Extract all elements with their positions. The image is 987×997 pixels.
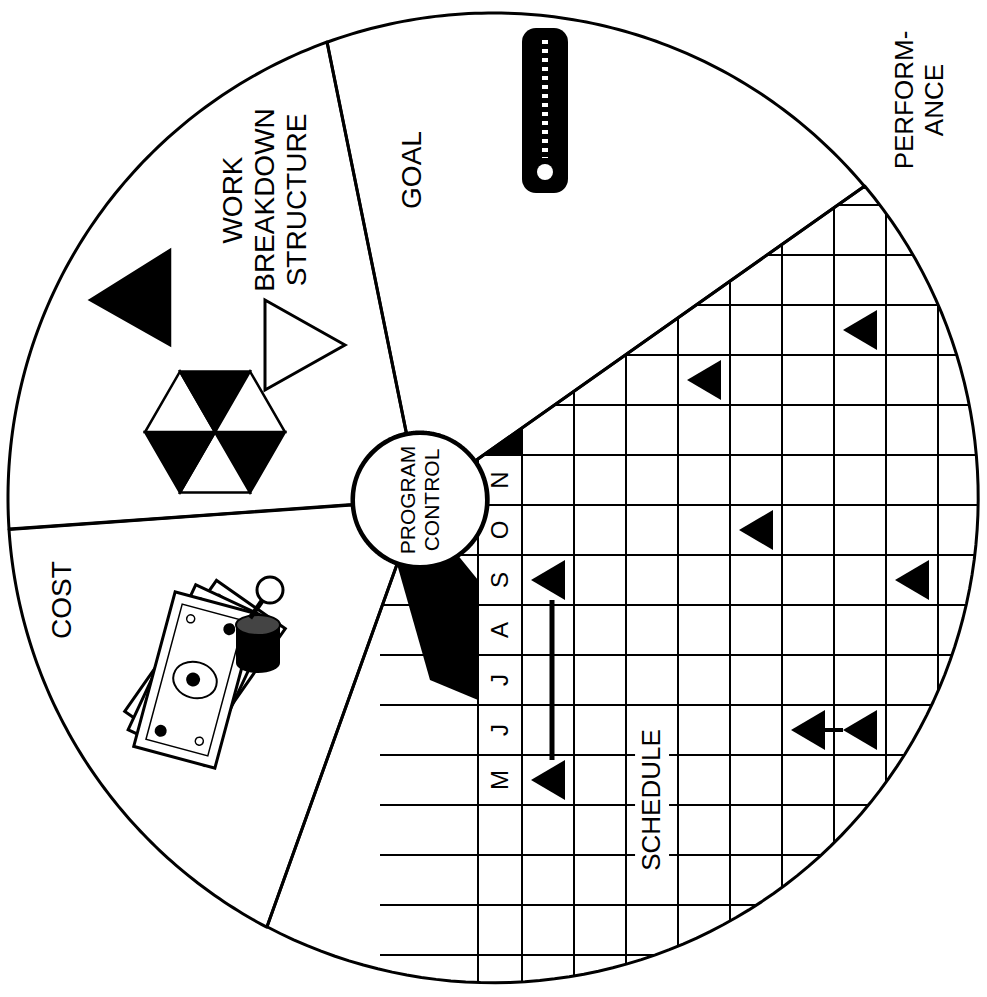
text-holder: PROGRAM CONTROL xyxy=(396,446,444,555)
sector-outline xyxy=(327,13,864,461)
wbs-triangle xyxy=(265,300,345,390)
sector-label: COST xyxy=(46,561,78,639)
milestone-triangle xyxy=(843,710,877,750)
month-label: M xyxy=(486,770,514,790)
money-icon xyxy=(125,577,286,768)
cost-sector: COST xyxy=(9,505,397,927)
month-label: A xyxy=(486,622,514,638)
thermometer-bulb xyxy=(537,164,553,180)
text-holder: J xyxy=(486,674,514,686)
sector-outline xyxy=(9,505,397,927)
magnifier-handle xyxy=(250,601,262,618)
bill xyxy=(134,592,257,768)
wbs-sector: WORK BREAKDOWN STRUCTURE xyxy=(8,42,406,529)
wbs-hexagon-piece xyxy=(215,371,285,432)
sector-outline xyxy=(8,42,406,529)
thermometer-body xyxy=(522,28,568,193)
text-holder: SCHEDULE xyxy=(635,724,669,876)
milestone-triangle xyxy=(739,510,773,550)
sector-label: SCHEDULE xyxy=(635,724,669,876)
text-holder: O xyxy=(486,521,514,540)
sector-outline xyxy=(327,13,864,461)
text-holder: A xyxy=(486,622,514,638)
month-label: O xyxy=(486,521,514,540)
grid-columns xyxy=(478,150,938,997)
coin-top xyxy=(236,615,280,635)
text-holder: PERFORM- ANCE xyxy=(890,31,950,170)
wbs-triangle xyxy=(90,250,170,345)
sector-label: GOAL xyxy=(396,131,428,209)
milestone-triangle xyxy=(531,560,565,600)
month-label: J xyxy=(486,724,514,736)
schedule-bar xyxy=(550,600,555,760)
text-holder: M xyxy=(486,770,514,790)
text-holder: GOAL xyxy=(396,131,428,209)
wbs-hexagon-piece xyxy=(145,432,215,493)
text-holder: N xyxy=(486,471,514,488)
sector-outline xyxy=(267,186,978,983)
month-label: J xyxy=(486,674,514,686)
center-label: PROGRAM CONTROL xyxy=(396,446,444,555)
text-holder: COST xyxy=(46,561,78,639)
program-control-circle: PROGRAM CONTROL xyxy=(352,432,488,568)
text-holder: S xyxy=(486,572,514,588)
text-holder: J xyxy=(486,724,514,736)
text-holder: WORK BREAKDOWN STRUCTURE xyxy=(217,108,314,292)
sector-outline xyxy=(8,42,406,529)
schedule-bar xyxy=(825,728,843,732)
schedule-grid xyxy=(380,150,987,997)
sector-label: WORK BREAKDOWN STRUCTURE xyxy=(217,108,314,292)
magnifier xyxy=(257,577,283,603)
milestone-triangle xyxy=(895,560,929,600)
milestone-triangle xyxy=(531,760,565,800)
milestone-triangle xyxy=(791,710,825,750)
milestone-triangle xyxy=(687,360,721,400)
milestone-triangle xyxy=(843,310,877,350)
circle-outline xyxy=(354,434,487,567)
wbs-icon xyxy=(90,250,345,493)
coin-stack xyxy=(236,653,280,673)
sector-label: PERFORM- ANCE xyxy=(890,31,950,170)
grid-rows xyxy=(380,205,987,997)
thermometer-icon xyxy=(522,28,568,193)
schedule-sector: SCHEDULE xyxy=(267,186,978,983)
month-label: N xyxy=(486,471,514,488)
black-wedge xyxy=(397,548,478,700)
goal-sector: GOALPERFORM- ANCE xyxy=(327,13,864,461)
sector-outline xyxy=(267,186,978,983)
thermometer-scale xyxy=(542,40,548,158)
month-label: S xyxy=(486,572,514,588)
